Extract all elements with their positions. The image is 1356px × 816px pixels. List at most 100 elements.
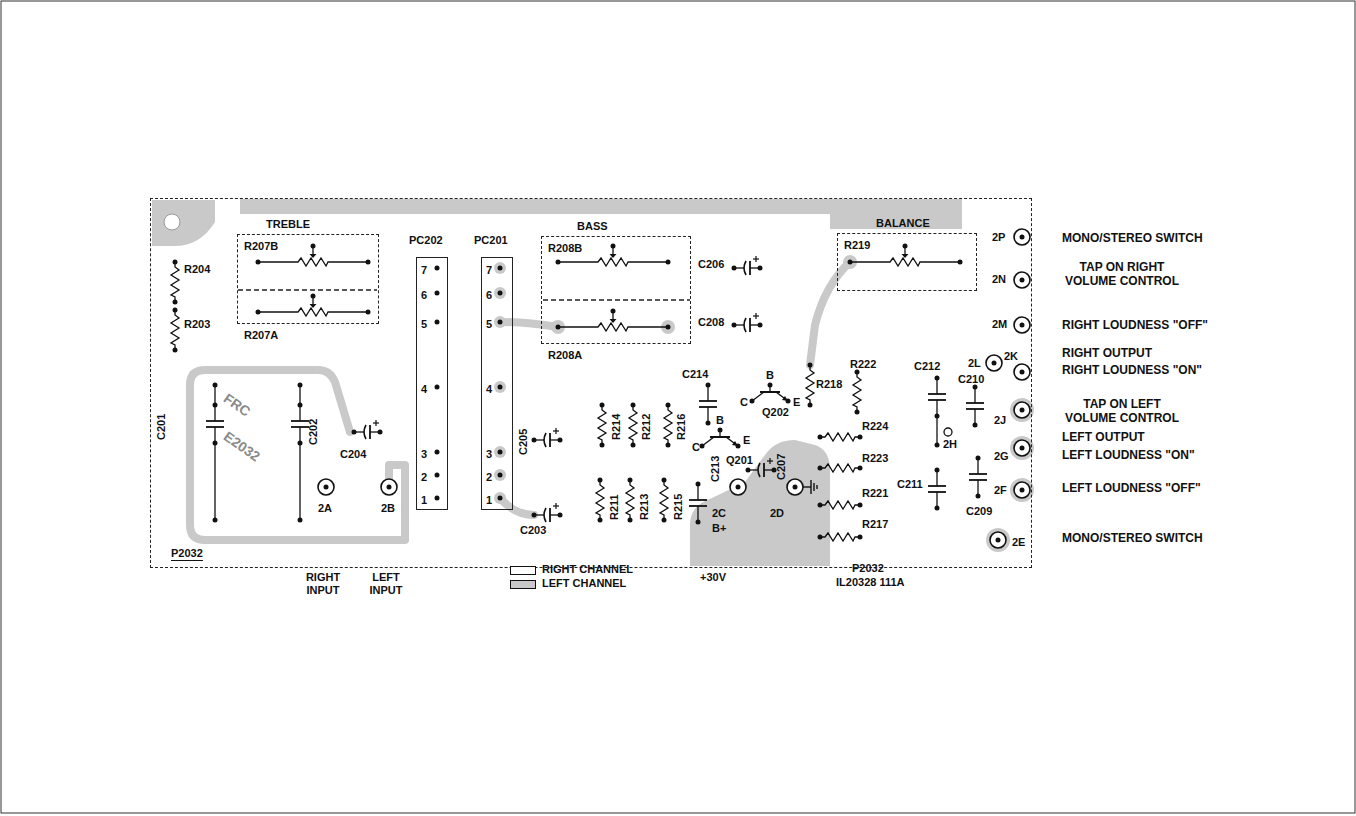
divider-line: [238, 289, 377, 290]
connection-note: TAP ON LEFT VOLUME CONTROL: [1062, 397, 1182, 425]
board-number: P2032: [171, 547, 203, 561]
part-label: R208A: [548, 349, 582, 362]
connection-note: LEFT OUTPUT: [1062, 430, 1145, 444]
pad-label: 2J: [994, 414, 1006, 427]
part-label: R207A: [244, 329, 278, 342]
pin-name: E: [743, 434, 750, 447]
connector-pin: [435, 266, 503, 501]
part-label: R214: [610, 414, 623, 440]
watermark: FRC: [221, 390, 254, 420]
connection-note: LEFT LOUDNESS "ON": [1062, 448, 1195, 462]
pad-label: 2C: [712, 507, 726, 520]
legend-text: LEFT CHANNEL: [542, 577, 626, 590]
connector-name: PC201: [474, 234, 508, 247]
pad-label: 2G: [994, 450, 1009, 463]
part-label: R215: [672, 494, 685, 520]
legend-swatch: [510, 566, 536, 575]
capacitor-lead-end: [213, 383, 940, 523]
legend-text: RIGHT CHANNEL: [542, 563, 633, 576]
pin-number: 7: [421, 264, 427, 277]
pin-number: 6: [486, 289, 492, 302]
connection-note: MONO/STEREO SWITCH: [1062, 531, 1203, 545]
pad-label: 2N: [992, 273, 1006, 286]
connection-note: LEFT LOUDNESS "OFF": [1062, 481, 1201, 495]
part-label: R211: [608, 494, 621, 520]
part-label: C206: [698, 258, 724, 271]
connector-name: PC202: [409, 234, 443, 247]
part-label: C211: [897, 478, 923, 491]
part-label: Q202: [762, 406, 789, 419]
pin-number: 2: [421, 471, 427, 484]
part-label: C212: [914, 360, 940, 373]
connector-label: LEFT INPUT: [361, 571, 411, 597]
copper-trace: [190, 262, 850, 540]
control-group-box: BASSR208BR208A: [541, 236, 691, 344]
pin-name: B: [716, 414, 724, 427]
part-label: Q201: [726, 454, 753, 467]
pad-label: 2L: [968, 357, 981, 370]
watermark: E2032: [221, 428, 263, 464]
pin-number: 3: [486, 448, 492, 461]
part-label: R218: [816, 378, 842, 391]
capacitor-lead: [215, 385, 937, 520]
pad-label: 2F: [994, 484, 1007, 497]
connection-note: MONO/STEREO SWITCH: [1062, 231, 1203, 245]
pin-name: E: [793, 396, 800, 409]
part-label: C202: [307, 419, 320, 445]
part-label: R212: [640, 414, 653, 440]
part-label: R222: [850, 358, 876, 371]
pin-number: 4: [486, 383, 492, 396]
connection-note: RIGHT LOUDNESS "ON": [1062, 363, 1202, 377]
control-group-box: TREBLER207BR207A: [237, 234, 379, 324]
part-label: C208: [698, 316, 724, 329]
small-pad: [944, 428, 952, 436]
connector-label: RIGHT INPUT: [298, 571, 348, 597]
legend-swatch: [510, 580, 536, 589]
part-label: R219: [844, 239, 870, 252]
divider-line: [543, 299, 690, 300]
pad-label: 2B: [381, 502, 395, 515]
part-label: C214: [682, 368, 708, 381]
connection-note: RIGHT LOUDNESS "OFF": [1062, 318, 1208, 332]
control-group-box: BALANCER219: [837, 233, 977, 291]
part-label: C213: [709, 456, 722, 482]
pin-name: C: [740, 396, 748, 409]
connector-strip: PC2017654321: [481, 257, 513, 510]
part-label: R203: [184, 318, 210, 331]
part-label: C205: [517, 429, 530, 455]
part-label: R217: [862, 518, 888, 531]
control-heading: BASS: [577, 220, 608, 233]
control-heading: BALANCE: [876, 217, 930, 230]
part-label: R221: [862, 487, 888, 500]
drawing-number: IL20328 111A: [836, 576, 905, 589]
connector-strip: PC2027654321: [416, 257, 448, 510]
pin-number: 6: [421, 289, 427, 302]
pin-number: 2: [486, 471, 492, 484]
voltage-label: +30V: [700, 571, 726, 584]
part-label: R207B: [244, 240, 278, 253]
pad-label: 2P: [992, 231, 1005, 244]
pin-name: C: [692, 441, 700, 454]
pad-label: 2M: [992, 318, 1007, 331]
board-number: P2032: [852, 562, 884, 575]
pin-number: 3: [421, 448, 427, 461]
ground-symbol: [803, 480, 817, 494]
part-label: C209: [966, 505, 992, 518]
part-label: R224: [862, 420, 888, 433]
pad-label: 2A: [318, 502, 332, 515]
part-label: C204: [340, 448, 366, 461]
part-label: C207: [775, 454, 788, 480]
pin-number: 1: [421, 494, 427, 507]
part-label: R204: [184, 263, 210, 276]
signal-name: B+: [712, 522, 726, 535]
part-label: R223: [862, 452, 888, 465]
connection-note: RIGHT OUTPUT: [1062, 346, 1152, 360]
connection-note: TAP ON RIGHT VOLUME CONTROL: [1062, 260, 1182, 288]
control-heading: TREBLE: [266, 218, 310, 231]
pin-number: 1: [486, 494, 492, 507]
pad-label: 2H: [943, 438, 957, 451]
copper-area: [152, 199, 1034, 566]
pin-number: 5: [421, 318, 427, 331]
